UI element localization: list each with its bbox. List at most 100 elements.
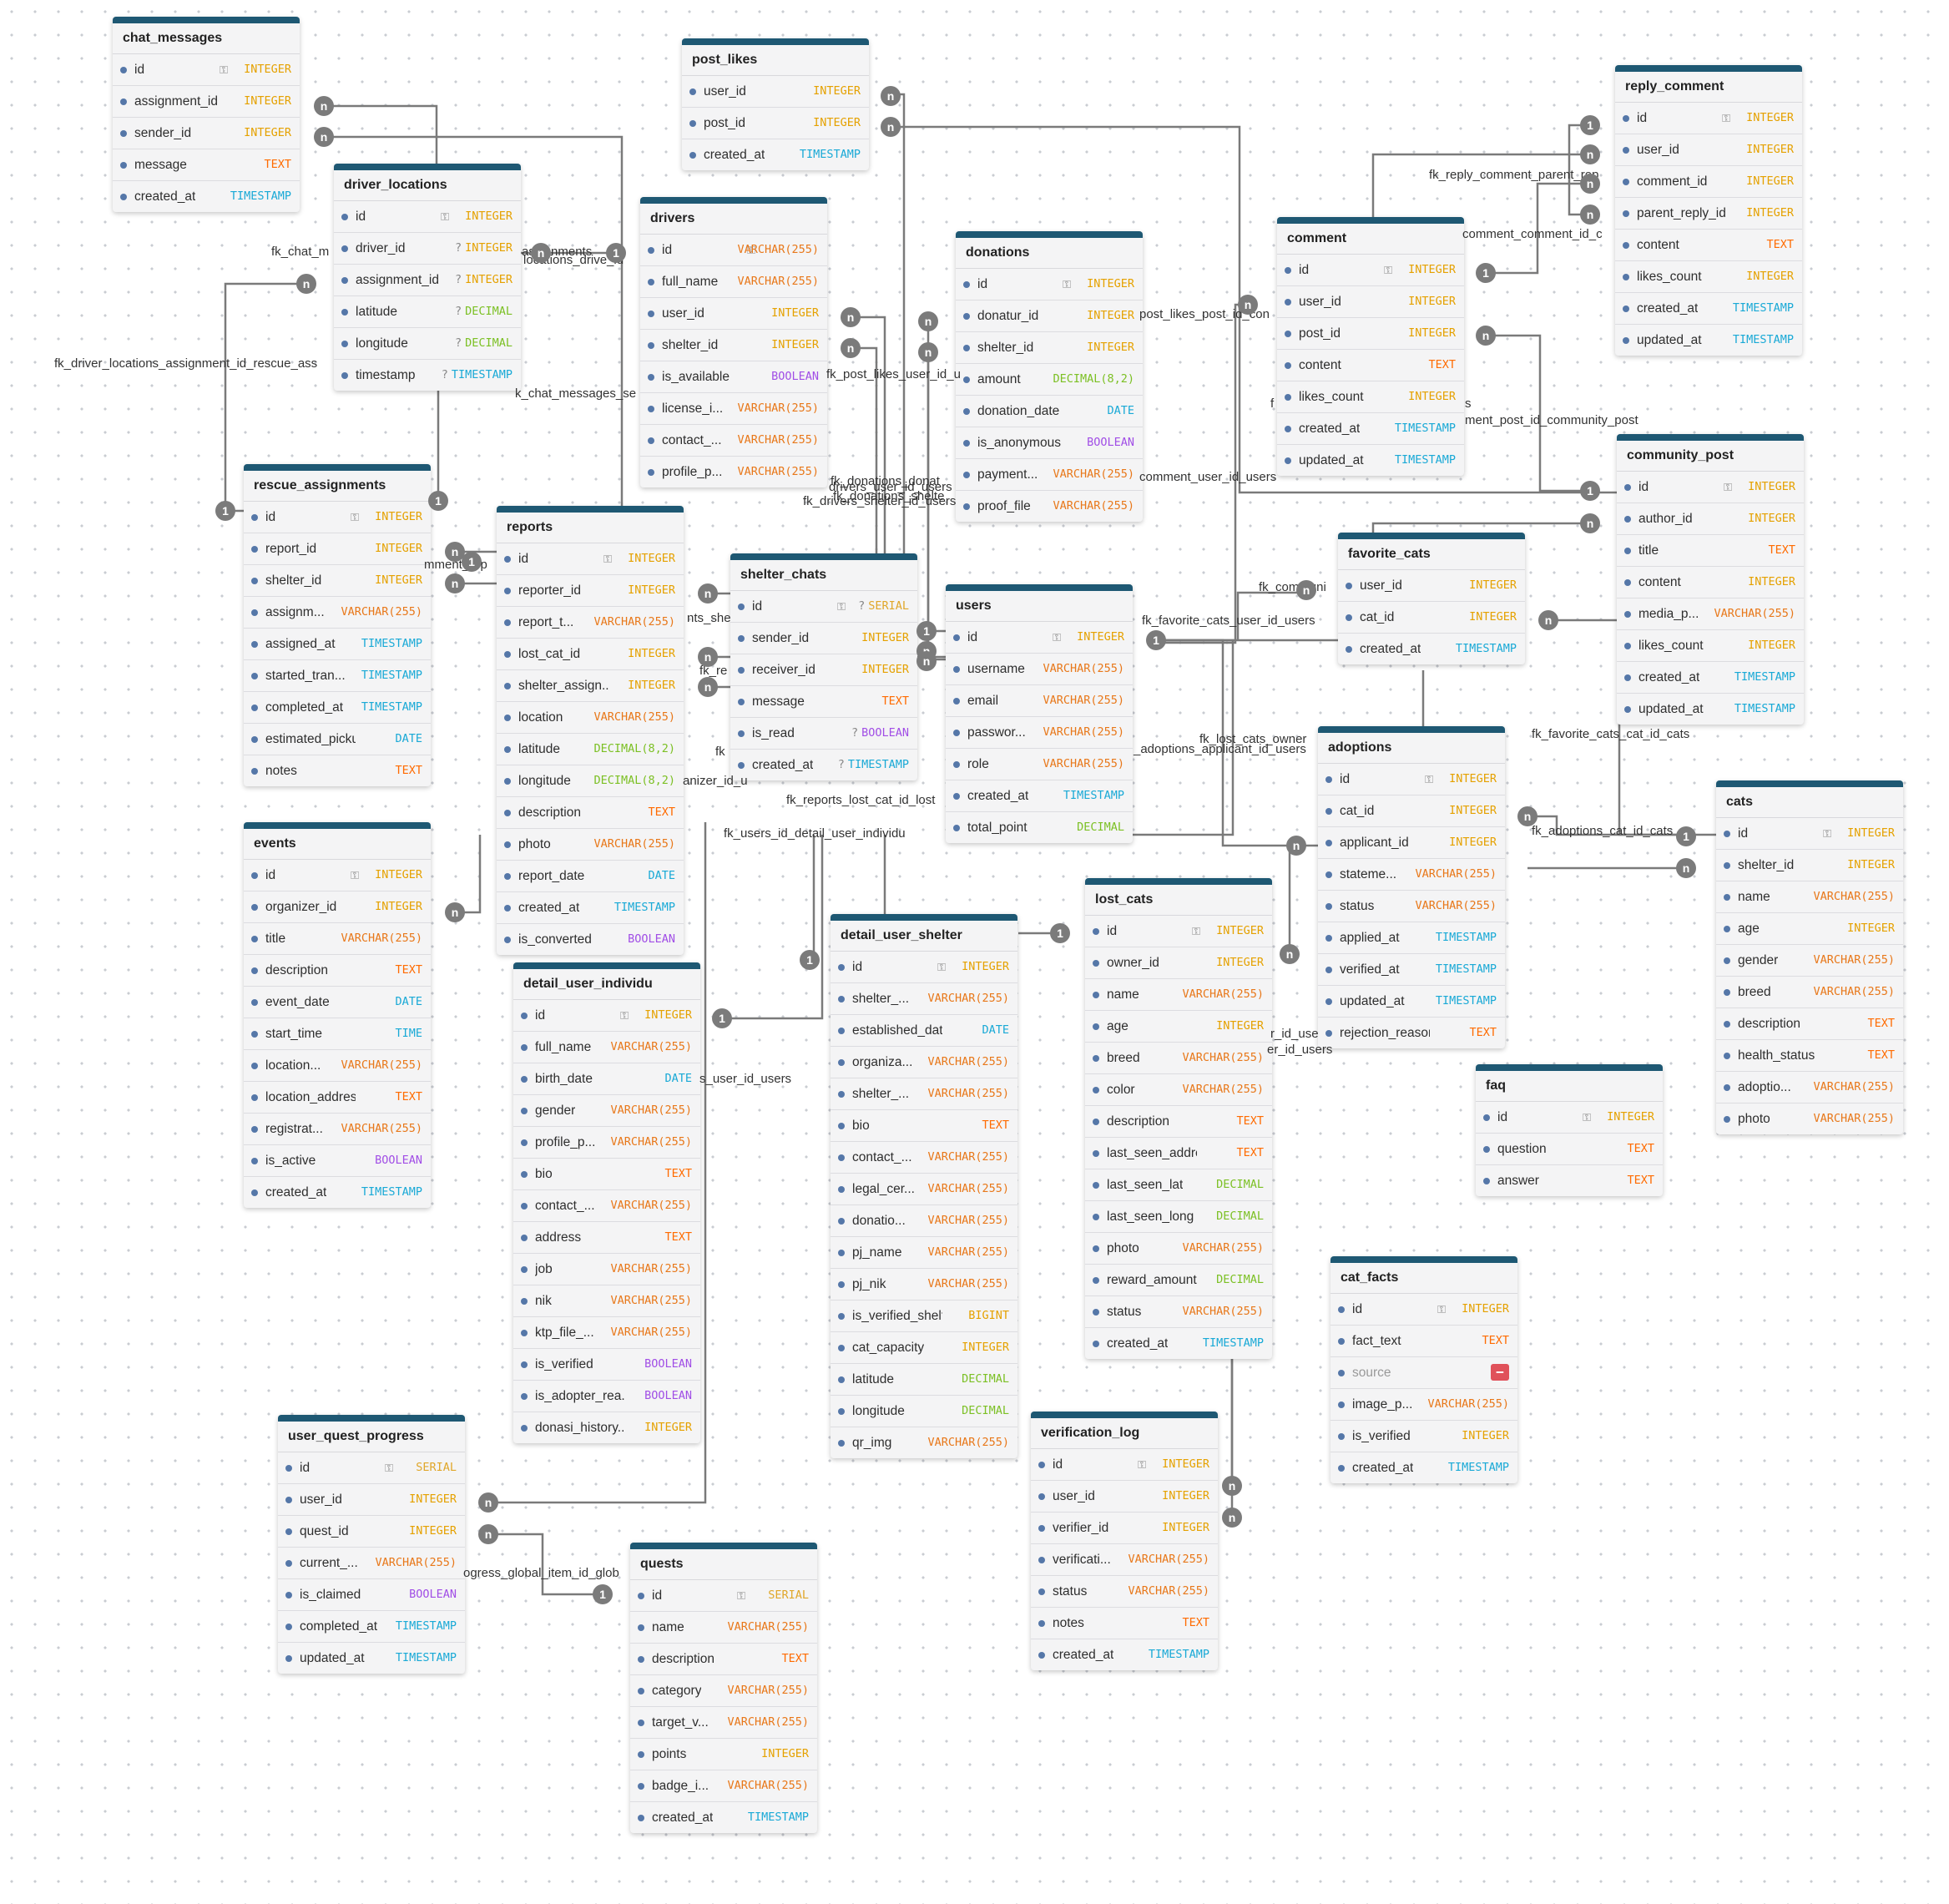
table-title[interactable]: drivers (640, 204, 827, 235)
table-title[interactable]: quests (630, 1549, 817, 1580)
column-row[interactable]: verificati...VARCHAR(255) (1031, 1544, 1218, 1576)
table-title[interactable]: reply_comment (1615, 72, 1802, 103)
column-row[interactable]: id⚿INTEGER (497, 543, 684, 575)
column-row[interactable]: report_t...VARCHAR(255) (497, 607, 684, 639)
column-row[interactable]: estimated_pickup_...DATE (244, 724, 431, 755)
table-title[interactable]: detail_user_shelter (831, 921, 1017, 952)
column-row[interactable]: donatio...VARCHAR(255) (831, 1205, 1017, 1237)
column-row[interactable]: target_v...VARCHAR(255) (630, 1707, 817, 1739)
column-row[interactable]: id⚿VARCHAR(255) (640, 235, 827, 266)
column-row[interactable]: id⚿INTEGER (946, 622, 1133, 654)
column-row[interactable]: adoptio...VARCHAR(255) (1716, 1072, 1903, 1104)
column-row[interactable]: id⚿INTEGER (1031, 1449, 1218, 1481)
column-row[interactable]: contact_...VARCHAR(255) (640, 425, 827, 457)
column-row[interactable]: donasi_history...INTEGER (513, 1412, 700, 1443)
table-title[interactable]: events (244, 829, 431, 860)
table-title[interactable]: verification_log (1031, 1418, 1218, 1449)
column-row[interactable]: contact_...VARCHAR(255) (513, 1190, 700, 1222)
column-row[interactable]: shelter_...VARCHAR(255) (831, 1078, 1017, 1110)
table-title[interactable]: user_quest_progress (278, 1422, 465, 1452)
column-row[interactable]: id⚿INTEGER (334, 201, 521, 233)
column-row[interactable]: organiza...VARCHAR(255) (831, 1047, 1017, 1078)
column-row[interactable]: started_tran...TIMESTAMP (244, 660, 431, 692)
table-title[interactable]: shelter_chats (730, 560, 917, 591)
table-title[interactable]: community_post (1617, 441, 1804, 472)
column-row[interactable]: id⚿INTEGER (1330, 1294, 1517, 1326)
table-title[interactable]: users (946, 591, 1133, 622)
column-row[interactable]: id⚿INTEGER (831, 952, 1017, 983)
column-row[interactable]: id⚿INTEGER (1476, 1102, 1663, 1134)
column-row[interactable]: id⚿INTEGER (1318, 764, 1505, 795)
table-title[interactable]: lost_cats (1085, 885, 1272, 916)
column-row[interactable]: is_adopter_rea...BOOLEAN (513, 1381, 700, 1412)
column-row[interactable]: is_verified_shelterBIGINT (831, 1300, 1017, 1332)
column-row[interactable]: id⚿INTEGER (113, 54, 300, 86)
column-row[interactable]: contact_...VARCHAR(255) (831, 1142, 1017, 1174)
table-title[interactable]: detail_user_individu (513, 969, 700, 1000)
column-row[interactable]: registrat...VARCHAR(255) (244, 1114, 431, 1145)
table-title[interactable]: rescue_assignments (244, 471, 431, 502)
column-row[interactable]: assignment_id?INTEGER (334, 265, 521, 296)
column-row[interactable]: timestamp?TIMESTAMP (334, 360, 521, 391)
column-row[interactable]: id⚿INTEGER (1085, 916, 1272, 947)
column-row[interactable]: id⚿?SERIAL (730, 591, 917, 623)
